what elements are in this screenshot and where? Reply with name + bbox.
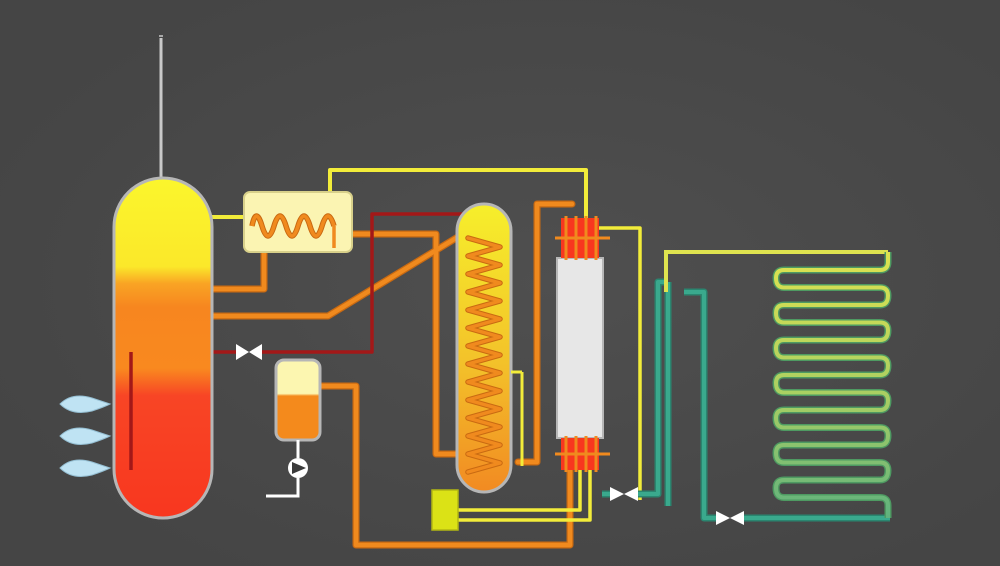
flame-icon bbox=[59, 427, 112, 445]
flame-icon bbox=[59, 459, 112, 477]
evaporator-coil bbox=[772, 252, 892, 518]
teal-refrigerant-lines bbox=[602, 278, 890, 522]
rectifier-heat-exchanger bbox=[243, 191, 353, 253]
generator-vessel bbox=[112, 176, 214, 520]
expansion-valves bbox=[236, 344, 744, 525]
solution-pump bbox=[266, 440, 308, 498]
evaporator-feed-line bbox=[664, 250, 888, 292]
flame-icon bbox=[59, 395, 112, 413]
solution-reservoir bbox=[274, 358, 322, 442]
valve-icon bbox=[610, 487, 638, 501]
condensate-receiver bbox=[431, 489, 459, 531]
solution-heat-exchanger bbox=[555, 216, 610, 472]
valve-icon bbox=[236, 344, 262, 360]
absorber-column bbox=[455, 202, 524, 494]
burner-flames bbox=[59, 395, 112, 477]
yellow-condensate-lines bbox=[458, 226, 642, 522]
valve-icon bbox=[716, 511, 744, 525]
